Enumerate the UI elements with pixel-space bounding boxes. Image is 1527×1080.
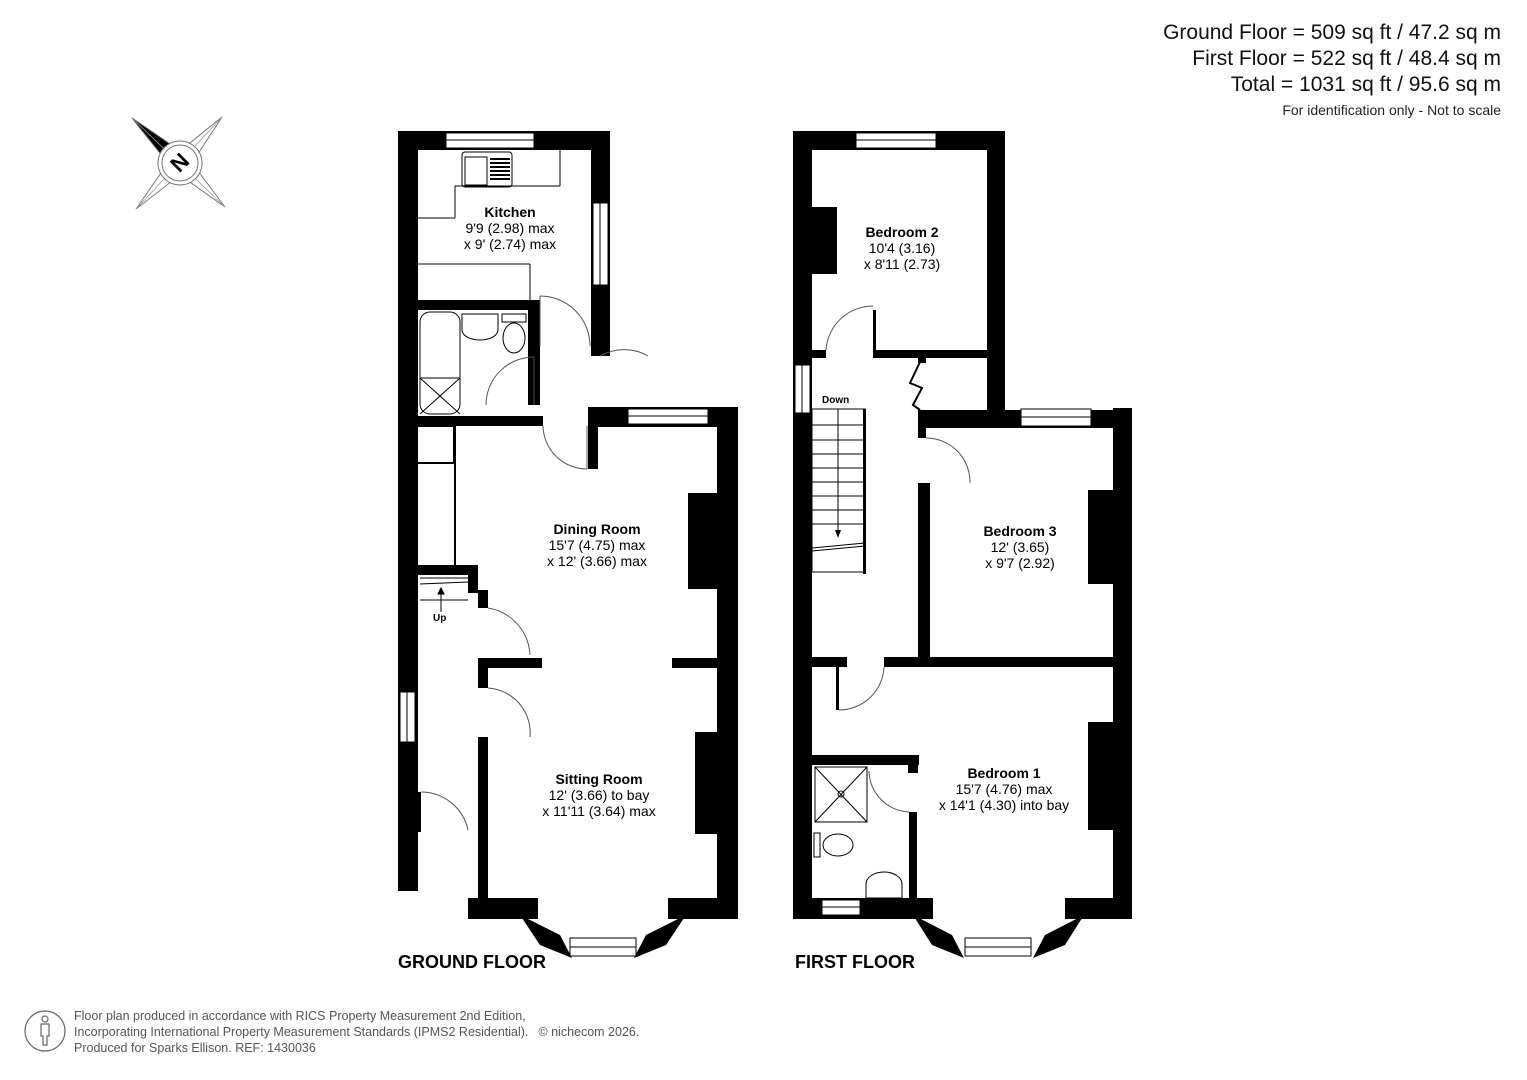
room-label-bedroom-1: Bedroom 1 15'7 (4.76) max x 14'1 (4.30) … bbox=[938, 765, 1070, 813]
ground-floor-area: Ground Floor = 509 sq ft / 47.2 sq m bbox=[1163, 21, 1501, 44]
room-label-bedroom-3: Bedroom 3 12' (3.65) x 9'7 (2.92) bbox=[983, 523, 1057, 571]
copyright: © nichecom 2026. bbox=[538, 1025, 640, 1039]
footer-line-3: Produced for Sparks Ellison. REF: 143003… bbox=[74, 1041, 316, 1055]
room-label-bedroom-2: Bedroom 2 10'4 (3.16) x 8'11 (2.73) bbox=[863, 224, 941, 272]
ground-floor-title: GROUND FLOOR bbox=[398, 952, 546, 972]
first-floor-title: FIRST FLOOR bbox=[795, 952, 915, 972]
scale-disclaimer: For identification only - Not to scale bbox=[1282, 102, 1501, 118]
first-floor-area: First Floor = 522 sq ft / 48.4 sq m bbox=[1192, 47, 1501, 70]
stairs-down-label: Down bbox=[822, 395, 850, 406]
north-compass-icon: N bbox=[131, 116, 226, 210]
stairs-up-label: Up bbox=[433, 613, 447, 624]
total-area: Total = 1031 sq ft / 95.6 sq m bbox=[1230, 73, 1501, 96]
ground-floor-plan bbox=[398, 131, 738, 958]
info-person-icon bbox=[24, 1010, 66, 1052]
footer-line-1: Floor plan produced in accordance with R… bbox=[74, 1009, 526, 1023]
area-summary: Ground Floor = 509 sq ft / 47.2 sq m Fir… bbox=[1163, 20, 1501, 118]
room-label-sitting-room: Sitting Room 12' (3.66) to bay x 11'11 (… bbox=[542, 771, 656, 819]
room-label-kitchen: Kitchen 9'9 (2.98) max x 9' (2.74) max bbox=[463, 204, 557, 252]
room-label-dining-room: Dining Room 15'7 (4.75) max x 12' (3.66)… bbox=[547, 521, 647, 569]
footer-disclaimer: Floor plan produced in accordance with R… bbox=[74, 1008, 639, 1056]
footer-line-2: Incorporating International Property Mea… bbox=[74, 1025, 529, 1039]
first-floor-plan bbox=[793, 131, 1132, 958]
